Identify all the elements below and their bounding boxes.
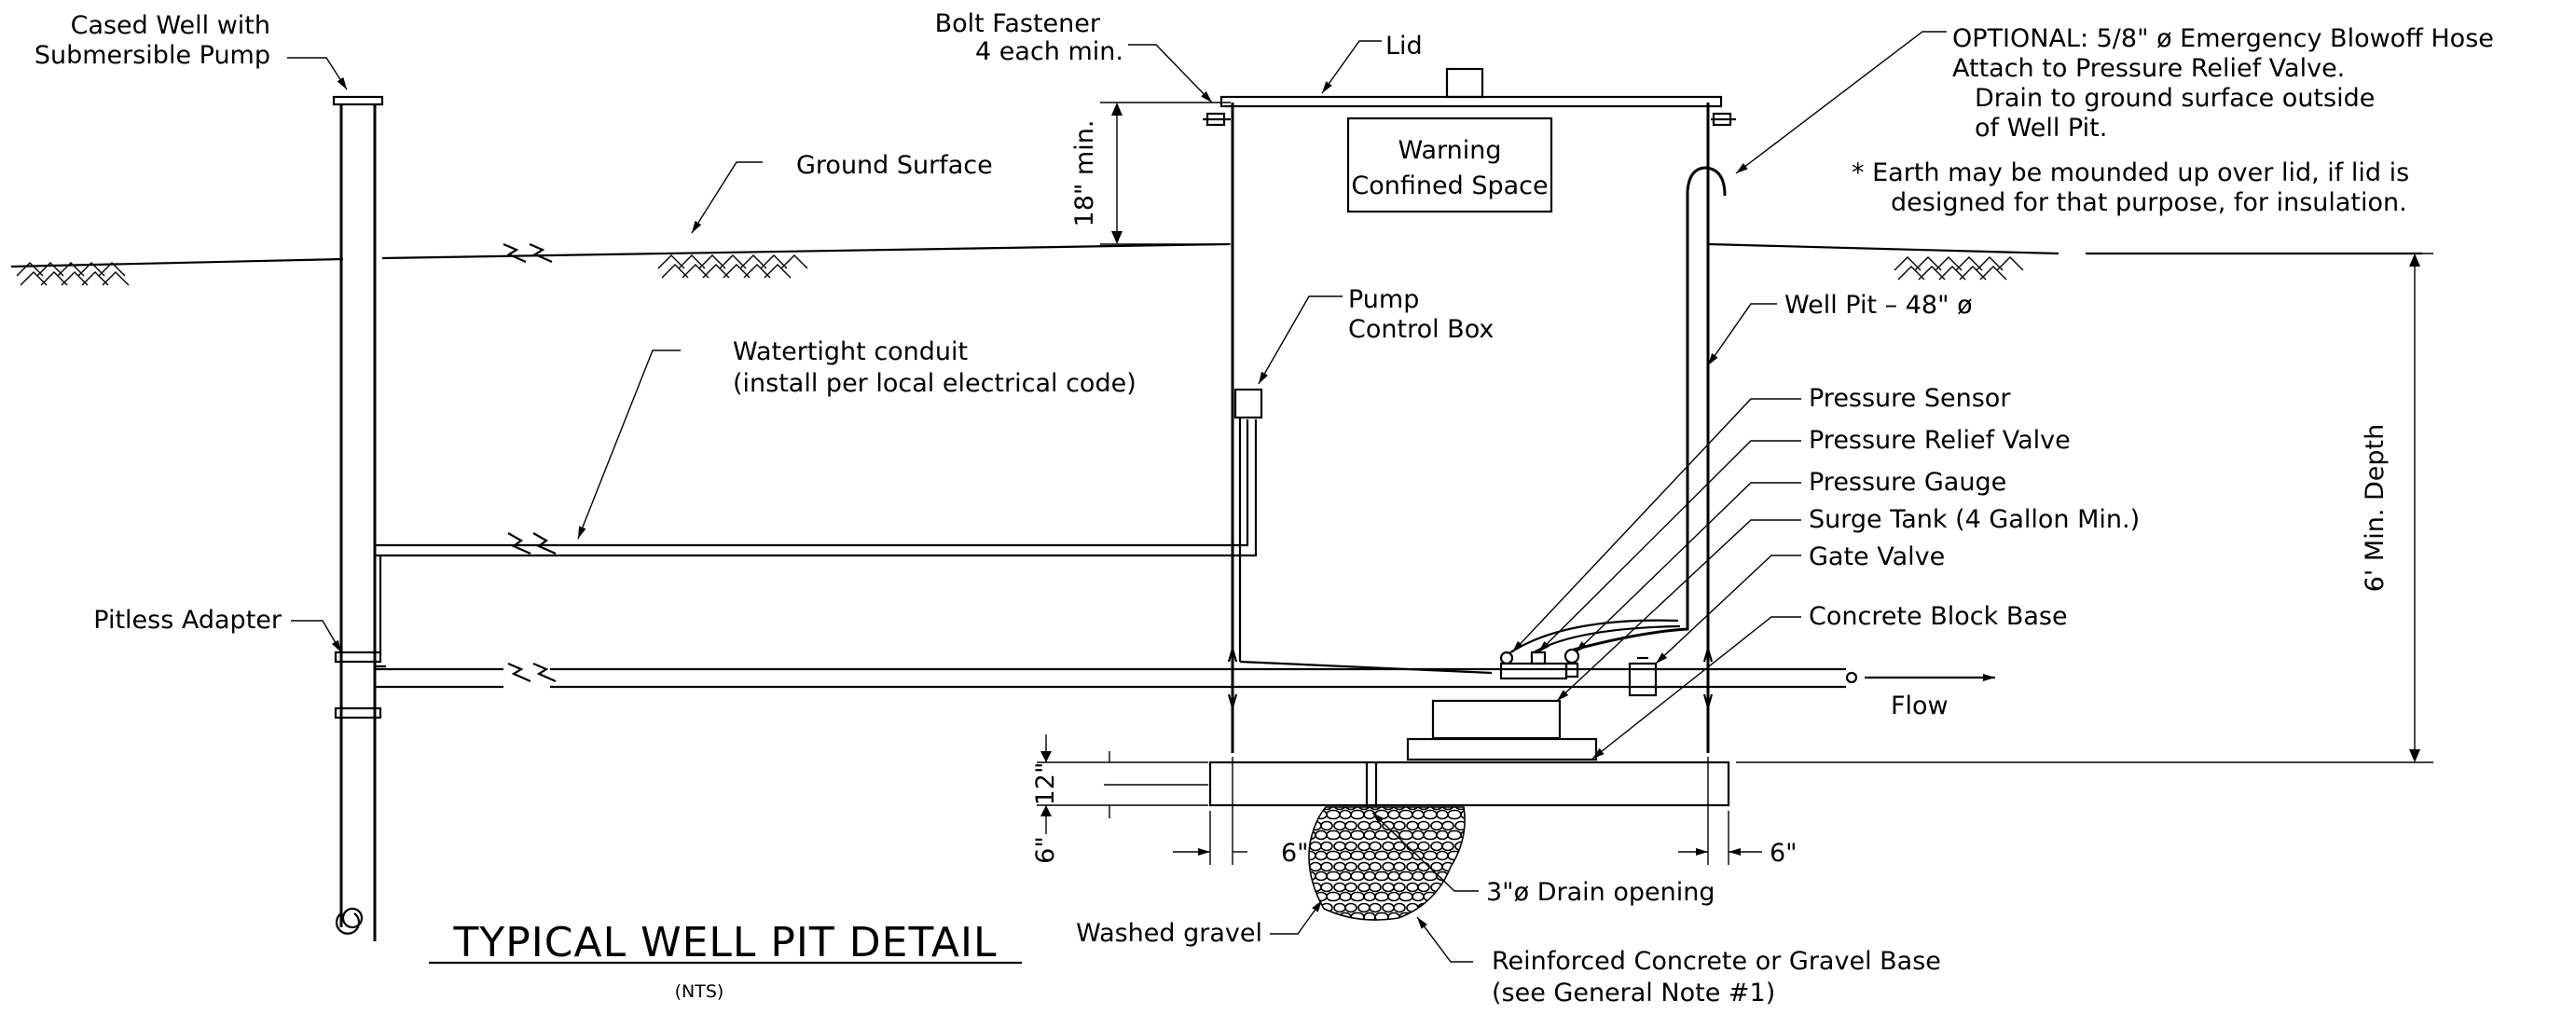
label-pressure-relief: Pressure Relief Valve xyxy=(1809,426,2071,455)
dimensions xyxy=(1037,102,2433,865)
label-optional-1: OPTIONAL: 5/8" ø Emergency Blowoff Hose xyxy=(1952,24,2494,53)
label-concrete-block: Concrete Block Base xyxy=(1809,602,2068,631)
label-pressure-sensor: Pressure Sensor xyxy=(1809,384,2011,413)
label-note-1: * Earth may be mounded up over lid, if l… xyxy=(1852,158,2409,187)
diagram-subtitle: (NTS) xyxy=(675,981,724,1002)
label-bolt-1: Bolt Fastener xyxy=(935,9,1101,38)
label-bolt-2: 4 each min. xyxy=(975,37,1123,66)
label-dim-6-vertical: 6" xyxy=(1031,836,1060,864)
diagram-title: TYPICAL WELL PIT DETAIL xyxy=(452,919,997,966)
label-warning-2: Confined Space xyxy=(1351,171,1548,200)
label-dim-6-right: 6" xyxy=(1770,839,1798,868)
label-optional-4: of Well Pit. xyxy=(1975,114,2107,143)
concrete-base xyxy=(1208,760,1730,811)
label-pressure-gauge: Pressure Gauge xyxy=(1809,468,2006,497)
leader-lines xyxy=(287,31,1947,963)
label-pump-control-2: Control Box xyxy=(1348,315,1494,344)
washed-gravel xyxy=(1308,806,1466,921)
label-conduit-2: (install per local electrical code) xyxy=(733,369,1136,398)
label-optional-3: Drain to ground surface outside xyxy=(1975,84,2375,113)
label-optional-2: Attach to Pressure Relief Valve. xyxy=(1952,54,2345,83)
label-well-pit: Well Pit – 48" ø xyxy=(1784,291,1973,320)
label-ground-surface: Ground Surface xyxy=(796,151,993,180)
label-washed-gravel: Washed gravel xyxy=(1076,919,1262,948)
label-drain: 3"ø Drain opening xyxy=(1486,878,1715,907)
watertight-conduit xyxy=(375,419,1258,652)
label-warning-1: Warning xyxy=(1398,136,1501,165)
label-base-2: (see General Note #1) xyxy=(1492,979,1775,1007)
label-flow: Flow xyxy=(1891,692,1949,720)
label-pump-control-1: Pump xyxy=(1348,285,1419,314)
earth-symbol xyxy=(16,262,130,286)
cased-well xyxy=(332,95,386,941)
label-gate-valve: Gate Valve xyxy=(1809,542,1945,571)
label-note-2: designed for that purpose, for insulatio… xyxy=(1891,188,2407,217)
water-line xyxy=(375,662,1995,689)
label-lid: Lid xyxy=(1385,32,1423,61)
labels: Cased Well with Submersible Pump Bolt Fa… xyxy=(34,9,2494,1007)
label-pitless: Pitless Adapter xyxy=(93,606,282,635)
label-base-1: Reinforced Concrete or Gravel Base xyxy=(1492,947,1941,976)
warning-sign xyxy=(1346,116,1553,213)
ground-surface xyxy=(10,242,2422,286)
label-cased-well-2: Submersible Pump xyxy=(34,41,270,70)
label-cased-well-1: Cased Well with xyxy=(71,11,270,40)
label-dim-12: 12" xyxy=(1031,762,1060,806)
label-dim-18: 18" min. xyxy=(1070,120,1099,227)
pump-control-box xyxy=(1233,388,1493,675)
earth-symbol xyxy=(657,254,808,279)
label-conduit-1: Watertight conduit xyxy=(733,337,968,366)
label-dim-6-left: 6" xyxy=(1281,839,1309,868)
earth-symbol xyxy=(1894,256,2024,281)
label-min-depth: 6' Min. Depth xyxy=(2361,424,2390,593)
label-surge-tank: Surge Tank (4 Gallon Min.) xyxy=(1809,505,2140,534)
well-pit xyxy=(1203,67,1736,753)
